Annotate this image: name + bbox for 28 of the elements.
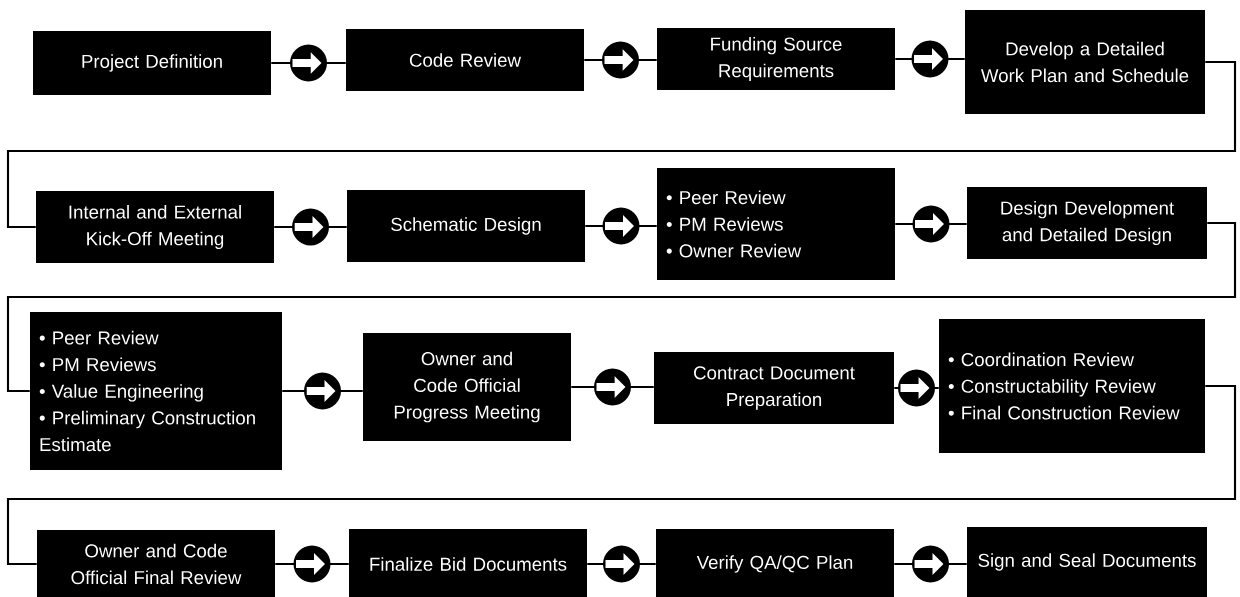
arrow bbox=[895, 40, 965, 78]
process-box: Code Review bbox=[346, 29, 584, 91]
process-box: Owner and Code Official Final Review bbox=[37, 530, 275, 597]
process-box: • Peer Review • PM Reviews • Owner Review bbox=[657, 168, 895, 280]
process-box: Sign and Seal Documents bbox=[967, 527, 1207, 597]
process-box: Finalize Bid Documents bbox=[349, 529, 587, 597]
process-box: Schematic Design bbox=[347, 190, 585, 262]
arrow bbox=[894, 545, 967, 583]
process-box: Develop a Detailed Work Plan and Schedule bbox=[965, 10, 1205, 114]
arrow bbox=[587, 545, 656, 583]
arrow bbox=[271, 44, 346, 82]
process-box: Owner and Code Official Progress Meeting bbox=[363, 333, 571, 441]
arrow bbox=[571, 368, 654, 406]
arrow bbox=[894, 369, 939, 407]
process-box: • Coordination Review • Constructability Review • Final Construction Review bbox=[939, 319, 1205, 453]
arrow bbox=[584, 41, 657, 79]
process-box: Verify QA/QC Plan bbox=[656, 529, 894, 597]
arrow bbox=[585, 207, 657, 245]
process-box: Funding Source Requirements bbox=[657, 28, 895, 90]
arrow bbox=[895, 205, 967, 243]
arrow bbox=[282, 372, 363, 410]
arrow bbox=[275, 545, 349, 583]
arrow bbox=[274, 208, 347, 246]
process-box: Internal and External Kick-Off Meeting bbox=[36, 191, 274, 263]
process-box: Design Development and Detailed Design bbox=[967, 187, 1207, 259]
process-box: Contract Document Preparation bbox=[654, 352, 894, 424]
process-box: • Peer Review • PM Reviews • Value Engineering • Preliminary Construction Estimate bbox=[30, 312, 282, 470]
process-box: Project Definition bbox=[33, 31, 271, 95]
